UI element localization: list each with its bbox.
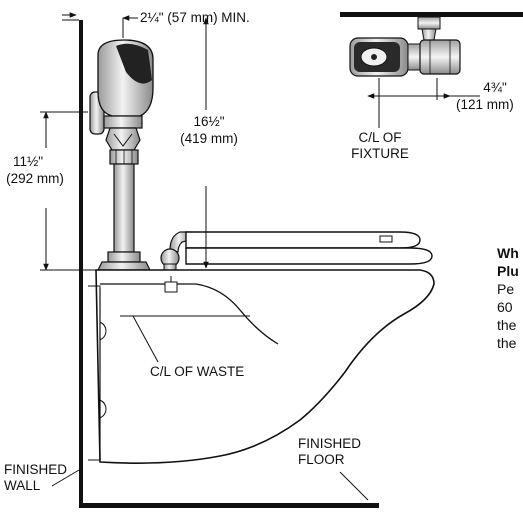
spud-connection: [160, 231, 191, 273]
flush-height-imperial: 16½": [193, 114, 225, 129]
top-view-inset: [340, 12, 523, 128]
cl-waste-label: C/L OF WASTE: [150, 364, 245, 379]
side-note-line-1: Pe: [497, 281, 515, 297]
finished-wall-label-1: FINISHED: [4, 462, 68, 477]
toilet-bowl: [88, 269, 435, 464]
min-clearance-dimension: 2¼" (57 mm) MIN.: [140, 10, 250, 25]
offset-imperial: 4¾": [483, 80, 507, 95]
side-note-line-2: 60: [497, 299, 513, 315]
supply-height-metric: (292 mm): [6, 171, 64, 186]
finished-wall: [79, 20, 83, 508]
offset-metric: (121 mm): [456, 97, 514, 112]
side-note-line-3: the: [497, 317, 517, 333]
sensor-window: [116, 43, 152, 84]
toilet-seat: [185, 231, 433, 265]
finished-floor-label-2: FLOOR: [298, 452, 345, 467]
finished-wall-label-2: WALL: [4, 478, 41, 493]
side-note-heading-1: Wh: [497, 245, 519, 261]
cl-fixture-label-1: C/L OF: [358, 130, 402, 145]
cl-fixture-label-2: FIXTURE: [351, 146, 409, 161]
side-note-heading-2: Plu: [497, 263, 519, 279]
flush-height-metric: (419 mm): [180, 131, 238, 146]
flush-valve: [89, 39, 154, 271]
finished-floor-label-1: FINISHED: [298, 436, 362, 451]
finished-floor: [79, 503, 379, 508]
supply-height-imperial: 11½": [12, 154, 44, 169]
flush-tube: [113, 163, 135, 253]
side-note-line-4: the: [497, 335, 517, 351]
